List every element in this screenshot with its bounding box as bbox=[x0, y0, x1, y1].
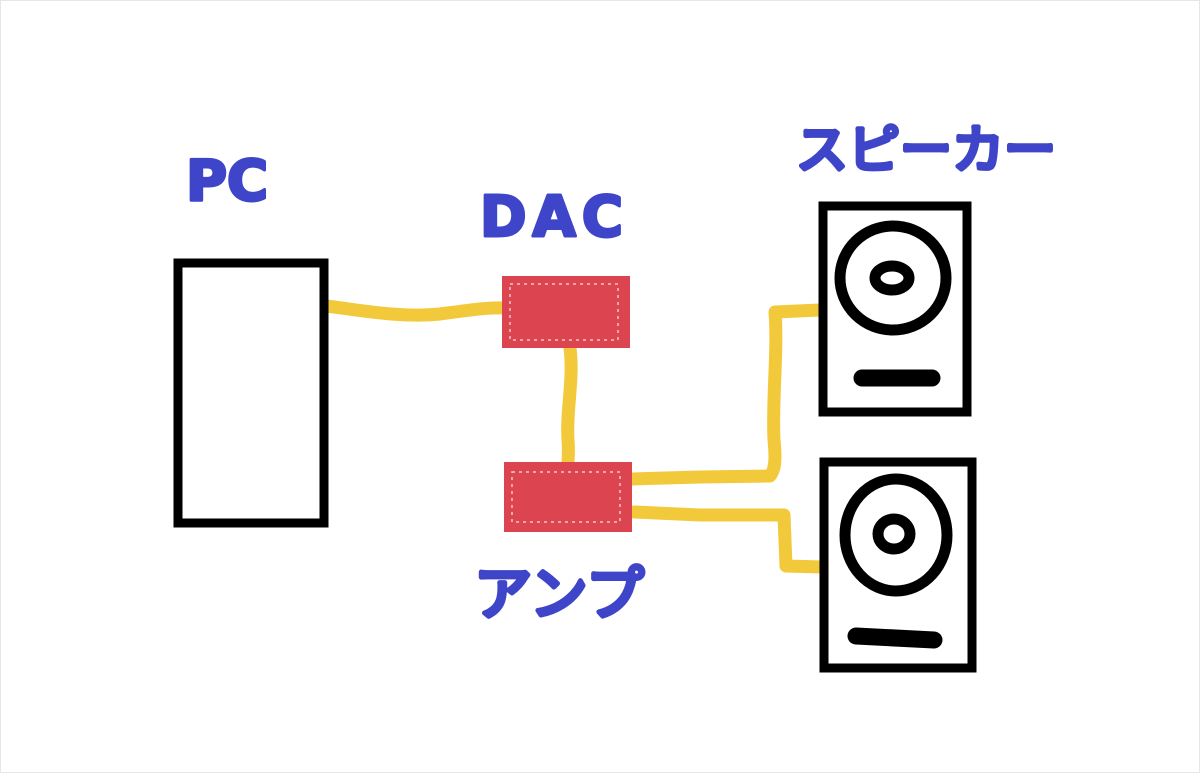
wires bbox=[319, 299, 829, 574]
speaker-top-woofer-icon bbox=[834, 220, 952, 336]
wire-amp-to-speaker-top bbox=[625, 303, 827, 486]
amp-box-detail bbox=[511, 471, 621, 523]
speakers-node: スピーカー bbox=[795, 120, 1058, 673]
dac-box-detail bbox=[509, 283, 619, 341]
speaker-top bbox=[818, 201, 972, 417]
amp-node: アンプ bbox=[473, 462, 645, 630]
speaker-bottom-woofer-icon bbox=[839, 473, 953, 597]
dac-label: DAC bbox=[480, 185, 629, 250]
pc-label: PC bbox=[186, 149, 268, 214]
dac-box bbox=[502, 276, 630, 348]
speaker-bottom-tweeter-icon bbox=[872, 513, 916, 555]
pc-box bbox=[173, 258, 329, 528]
dac-node: DAC bbox=[479, 184, 630, 348]
wire-dac-to-amp bbox=[561, 341, 578, 471]
amp-box bbox=[504, 462, 632, 532]
speaker-top-tweeter-icon bbox=[869, 260, 915, 296]
speakers-label: スピーカー bbox=[796, 121, 1056, 181]
speaker-bottom-port-icon bbox=[847, 627, 943, 649]
wire-amp-to-speaker-bottom bbox=[627, 505, 829, 574]
amp-label: アンプ bbox=[474, 560, 644, 628]
wire-pc-to-dac bbox=[319, 299, 511, 322]
pc-node: PC bbox=[173, 148, 329, 528]
speaker-bottom bbox=[819, 457, 977, 673]
